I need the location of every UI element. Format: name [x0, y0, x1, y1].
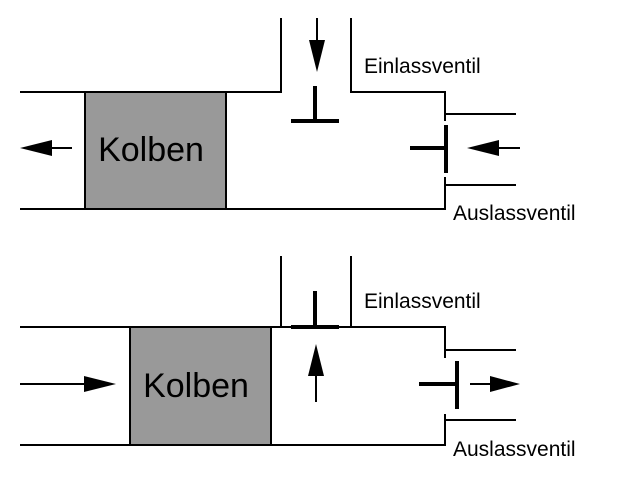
inlet-valve-label: Einlassventil — [364, 55, 481, 78]
inlet-flow-arrow — [309, 18, 325, 72]
piston: Kolben — [84, 91, 227, 210]
inlet-pipe — [280, 18, 352, 92]
piston-body — [84, 91, 227, 210]
outlet-flow-arrow — [467, 140, 520, 156]
outlet-pipe — [445, 113, 516, 186]
piston-motion-arrow — [20, 140, 72, 156]
inlet-flow-arrow — [308, 344, 324, 402]
piston: Kolben — [129, 326, 272, 446]
inlet-valve — [291, 86, 339, 123]
outlet-valve-label: Auslassventil — [453, 202, 576, 225]
outlet-valve — [410, 125, 448, 173]
outlet-valve-label: Auslassventil — [453, 438, 576, 461]
inlet-pipe — [280, 256, 352, 327]
piston-body — [129, 326, 272, 446]
outlet-flow-arrow — [470, 376, 520, 392]
inlet-valve-label: Einlassventil — [364, 290, 481, 313]
piston-motion-arrow — [20, 376, 116, 392]
panel-bottom: Kolben Einlassventil Auslassventil — [20, 256, 576, 461]
outlet-pipe — [445, 349, 516, 421]
cylinder-walls — [20, 91, 446, 210]
panel-top: Kolben Einlassventil Auslassventil — [20, 18, 576, 225]
inlet-valve — [291, 291, 339, 329]
piston-label: Kolben — [143, 367, 249, 405]
outlet-valve — [419, 361, 459, 409]
piston-label: Kolben — [98, 131, 204, 169]
